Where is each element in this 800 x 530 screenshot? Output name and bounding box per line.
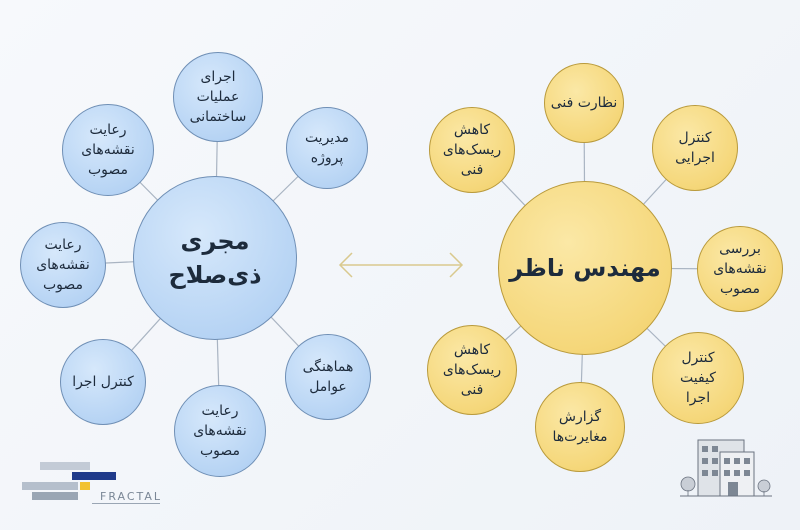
logo-bar-accent — [80, 482, 90, 490]
left-item-node: هماهنگی عوامل — [285, 334, 371, 420]
left-center-node: مجری ذی‌صلاح — [133, 176, 297, 340]
right-center-node: مهندس ناظر — [498, 181, 672, 355]
logo-bar — [32, 492, 78, 500]
building-illustration — [680, 439, 772, 497]
right-item-node: کاهش ریسک‌های فنی — [427, 325, 517, 415]
left-item-node: رعایت نقشه‌های مصوب — [174, 385, 266, 477]
left-item-node: رعایت نقشه‌های مصوب — [20, 222, 106, 308]
right-item-node: کاهش ریسک‌های فنی — [429, 107, 515, 193]
left-item-node: کنترل اجرا — [60, 339, 146, 425]
logo-bar — [72, 472, 116, 480]
right-item-node: کنترل کیفیت اجرا — [652, 332, 744, 424]
left-item-node: اجرای عملیات ساختمانی — [173, 52, 263, 142]
fractal-logo: FRACTAL — [22, 458, 160, 508]
logo-text: FRACTAL — [100, 490, 163, 503]
left-item-node: مدیریت پروژه — [286, 107, 368, 189]
logo-bar — [22, 482, 78, 490]
left-item-node: رعایت نقشه‌های مصوب — [62, 104, 154, 196]
right-item-node: نظارت فنی — [544, 63, 624, 143]
right-item-node: بررسی نقشه‌های مصوب — [697, 226, 783, 312]
logo-bar — [40, 462, 90, 470]
right-item-node: کنترل اجرایی — [652, 105, 738, 191]
right-item-node: گزارش مغایرت‌ها — [535, 382, 625, 472]
logo-underline — [92, 503, 160, 504]
